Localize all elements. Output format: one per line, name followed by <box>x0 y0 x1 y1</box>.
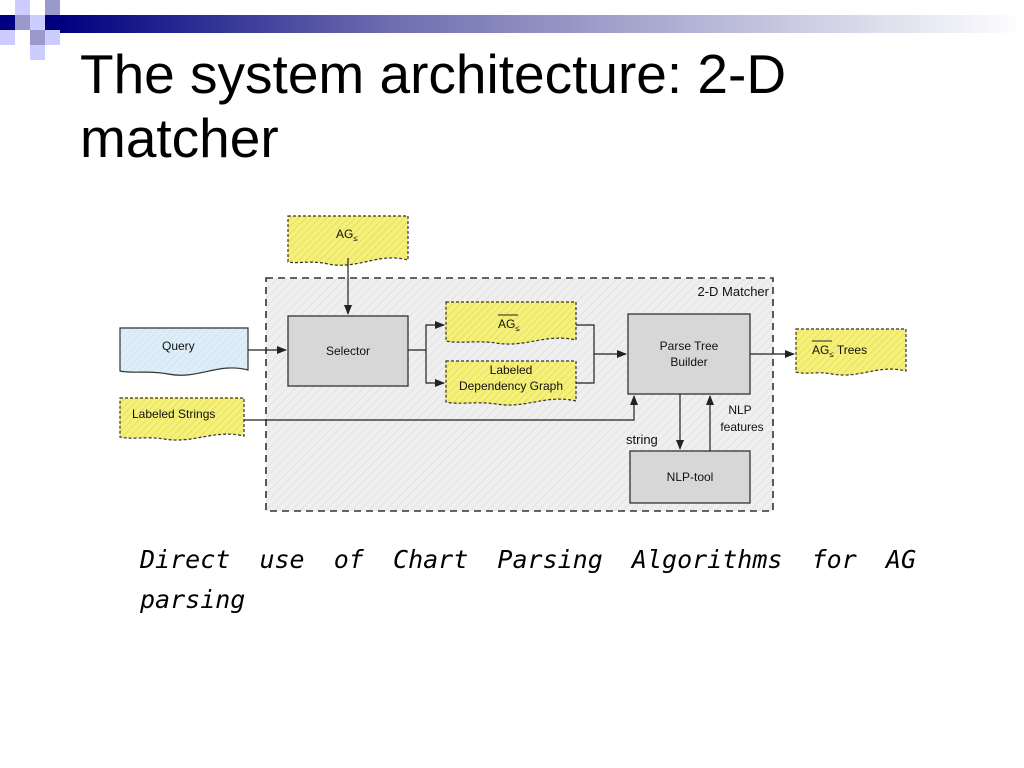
deco-square <box>45 0 60 15</box>
deco-square <box>15 0 30 15</box>
parse-tree-builder-label-line2: Builder <box>670 355 707 369</box>
output-trees-label: AG≤ Trees <box>812 343 867 359</box>
ag-input-label: AG≤ <box>336 227 358 243</box>
selector-label: Selector <box>326 344 370 358</box>
deco-square <box>0 0 15 15</box>
labeled-strings-document: Labeled Strings <box>119 397 245 441</box>
labeled-strings-label: Labeled Strings <box>132 407 215 421</box>
deco-square <box>45 15 60 30</box>
deco-square <box>15 15 30 30</box>
architecture-diagram: 2-D Matcher AG≤ Query Labeled Strings Se… <box>119 215 907 512</box>
nlp-tool-label: NLP-tool <box>667 470 714 484</box>
deco-square <box>45 30 60 45</box>
edge-label-features: features <box>720 420 763 434</box>
selector-box: Selector <box>287 315 409 387</box>
deco-square <box>30 15 45 30</box>
deco-square <box>0 15 15 30</box>
edge-label-string: string <box>626 432 658 447</box>
nlp-tool-box: NLP-tool <box>629 450 751 504</box>
dependency-graph-label-line2: Dependency Graph <box>459 379 563 393</box>
output-trees-document: AG≤ Trees <box>795 328 907 376</box>
slide-decoration <box>0 0 1024 60</box>
parse-tree-builder-label-line1: Parse Tree <box>660 339 719 353</box>
edge-graph-to-builder <box>576 354 595 384</box>
dependency-graph-label-line1: Labeled <box>490 363 533 377</box>
deco-square <box>0 30 15 45</box>
edge-label-nlp: NLP <box>728 403 751 417</box>
slide-title: The system architecture: 2-D matcher <box>80 43 787 169</box>
edge-strings-to-builder <box>244 395 638 421</box>
title-gradient-band <box>60 15 1024 33</box>
matcher-container-label: 2-D Matcher <box>697 284 769 299</box>
ag-restricted-document: AG≤ <box>445 301 577 345</box>
edge-ag-to-builder <box>576 324 595 354</box>
edge-selector-to-ag <box>408 321 445 351</box>
ag-restricted-label: AG≤ <box>498 317 520 333</box>
deco-square <box>30 45 45 60</box>
deco-square <box>30 30 45 45</box>
slide-caption: Direct use of Chart Parsing Algorithms f… <box>140 545 916 614</box>
dependency-graph-document: Labeled Dependency Graph <box>445 360 577 406</box>
ag-input-document: AG≤ <box>287 215 409 266</box>
diagram-edges <box>244 258 795 451</box>
parse-tree-builder-box: Parse Tree Builder <box>627 313 751 395</box>
edge-selector-to-graph <box>425 350 445 387</box>
query-label: Query <box>162 339 195 353</box>
query-document: Query <box>119 327 249 376</box>
deco-square <box>15 30 30 45</box>
deco-square <box>30 0 45 15</box>
